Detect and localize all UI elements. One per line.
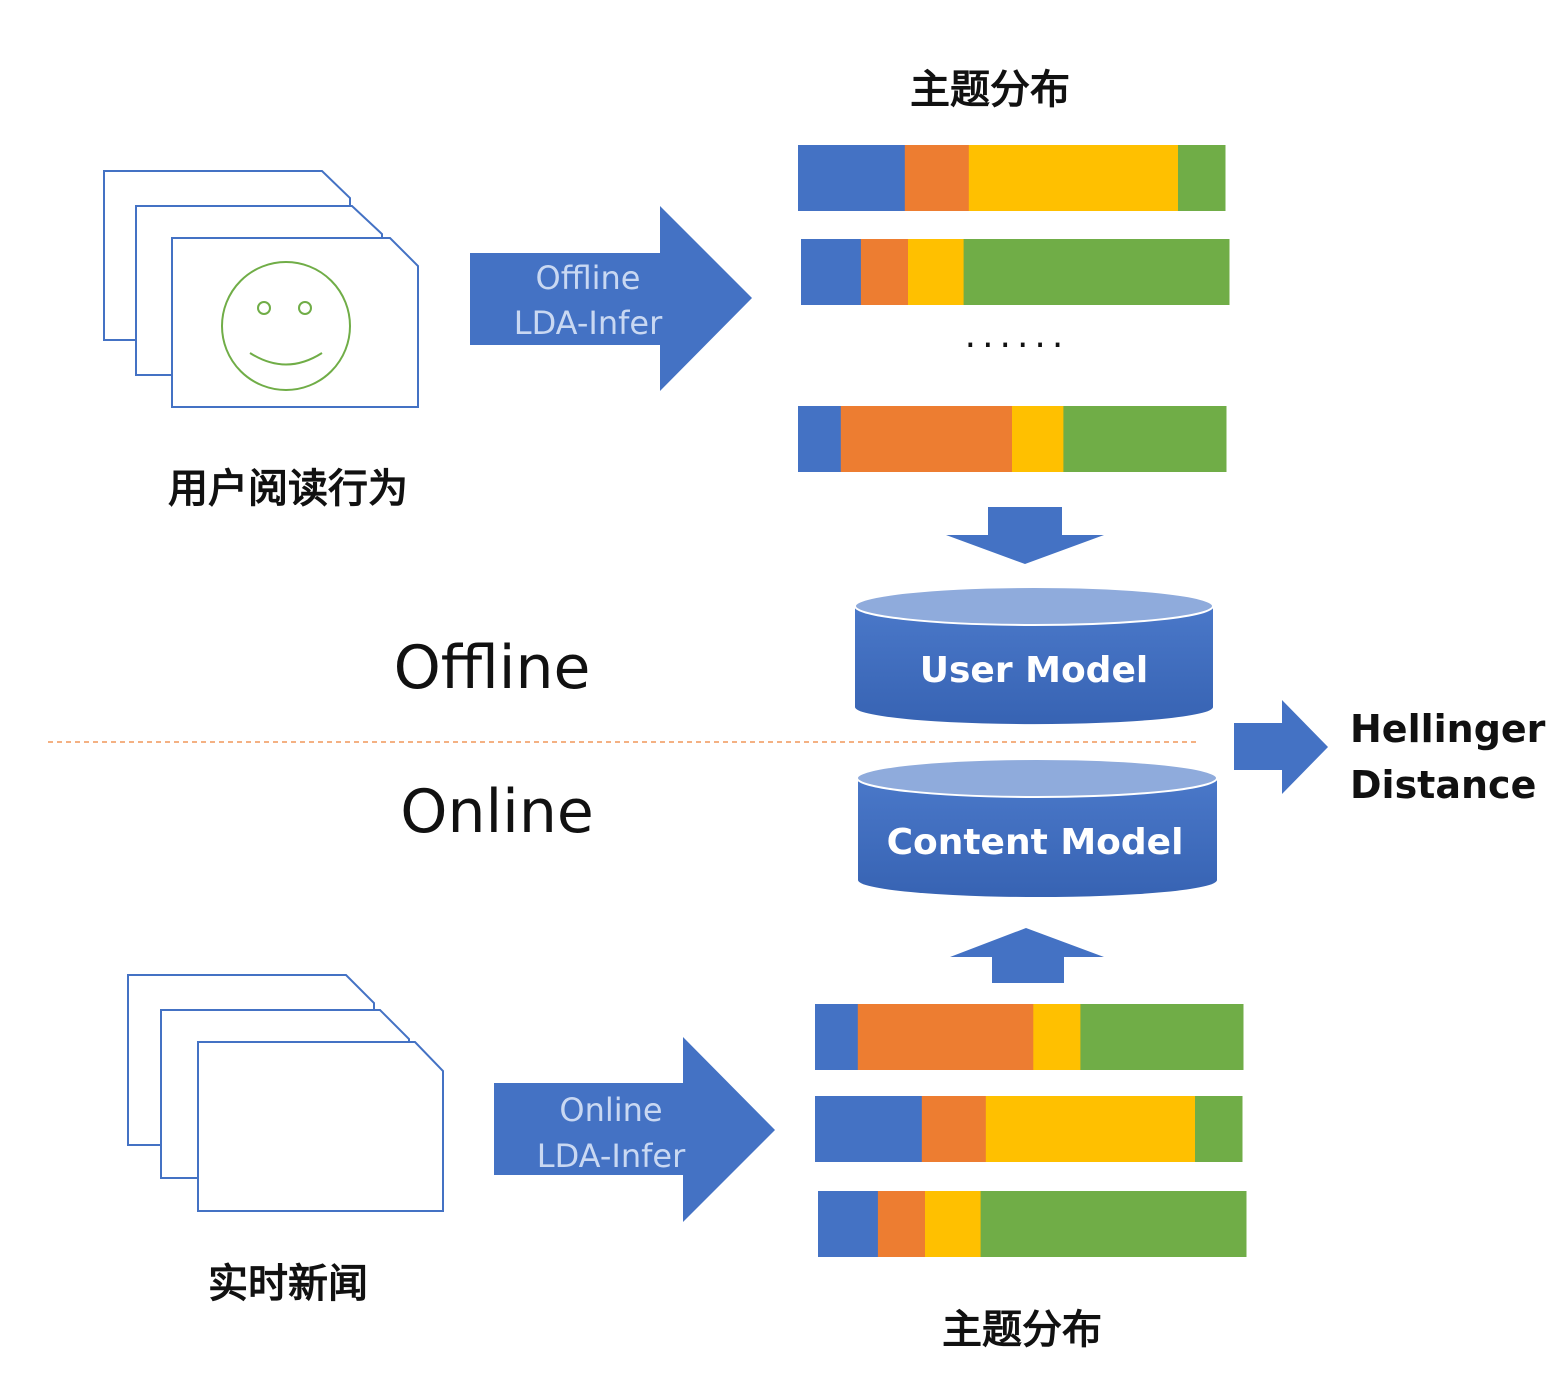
- bottom-bar-2-blue-segment: [815, 1096, 923, 1162]
- document-stack-icon: [103, 170, 419, 408]
- top-bar-2-yellow-segment: [908, 239, 965, 305]
- bottom-bar-3-yellow-segment: [925, 1191, 982, 1257]
- online-arrow-label-line2: LDA-Infer: [537, 1137, 686, 1175]
- realtime-news-label: 实时新闻: [208, 1261, 368, 1307]
- top-distribution-title: 主题分布: [910, 67, 1070, 113]
- top-bar-3-green-segment: [1063, 406, 1227, 472]
- online-infer-arrow: Online LDA-Infer: [494, 1037, 775, 1222]
- top-bar-2-green-segment: [963, 239, 1230, 305]
- bottom-topic-distribution-bars: [815, 1004, 1247, 1257]
- content-model-label: Content Model: [887, 822, 1184, 863]
- top-bar-1-yellow-segment: [968, 145, 1179, 211]
- smiley-face-icon: [221, 261, 351, 391]
- top-bar-1-orange-segment: [904, 145, 970, 211]
- user-model-label: User Model: [920, 650, 1148, 691]
- output-label-line2: Distance: [1350, 763, 1536, 807]
- online-arrow-label-line1: Online: [559, 1091, 662, 1129]
- top-bar-2-orange-segment: [860, 239, 909, 305]
- bottom-bar-3-orange-segment: [877, 1191, 926, 1257]
- output-label-line1: Hellinger: [1350, 707, 1546, 751]
- offline-section-label: Offline: [394, 633, 591, 703]
- top-bar-2-blue-segment: [801, 239, 862, 305]
- top-bar-1-blue-segment: [798, 145, 906, 211]
- bottom-bar-3-blue-segment: [818, 1191, 879, 1257]
- top-topic-distribution-bars: [798, 145, 1230, 472]
- ellipsis-mark: ······: [965, 325, 1070, 366]
- bottom-bar-1-green-segment: [1080, 1004, 1244, 1070]
- online-section-label: Online: [400, 777, 594, 847]
- news-document-stack-icon: [127, 974, 444, 1212]
- up-arrow-icon: [950, 928, 1104, 983]
- offline-arrow-label-line1: Offline: [536, 259, 641, 297]
- offline-infer-arrow: Offline LDA-Infer: [470, 206, 752, 391]
- bottom-bar-1-blue-segment: [815, 1004, 859, 1070]
- user-behavior-label: 用户阅读行为: [168, 466, 408, 512]
- down-arrow-icon: [946, 507, 1104, 564]
- right-arrow-icon: [1234, 700, 1328, 794]
- bottom-bar-3-green-segment: [980, 1191, 1247, 1257]
- top-bar-1-green-segment: [1178, 145, 1226, 211]
- bottom-bar-2-orange-segment: [921, 1096, 987, 1162]
- bottom-bar-2-yellow-segment: [985, 1096, 1196, 1162]
- top-bar-3-yellow-segment: [1012, 406, 1064, 472]
- bottom-distribution-title: 主题分布: [942, 1307, 1102, 1353]
- bottom-bar-1-yellow-segment: [1033, 1004, 1081, 1070]
- top-bar-3-orange-segment: [840, 406, 1013, 472]
- bottom-bar-1-orange-segment: [857, 1004, 1034, 1070]
- top-bar-3-blue-segment: [798, 406, 842, 472]
- offline-arrow-label-line2: LDA-Infer: [514, 304, 663, 342]
- content-model-database: Content Model: [856, 758, 1218, 898]
- user-model-database: User Model: [854, 586, 1214, 725]
- bottom-bar-2-green-segment: [1195, 1096, 1243, 1162]
